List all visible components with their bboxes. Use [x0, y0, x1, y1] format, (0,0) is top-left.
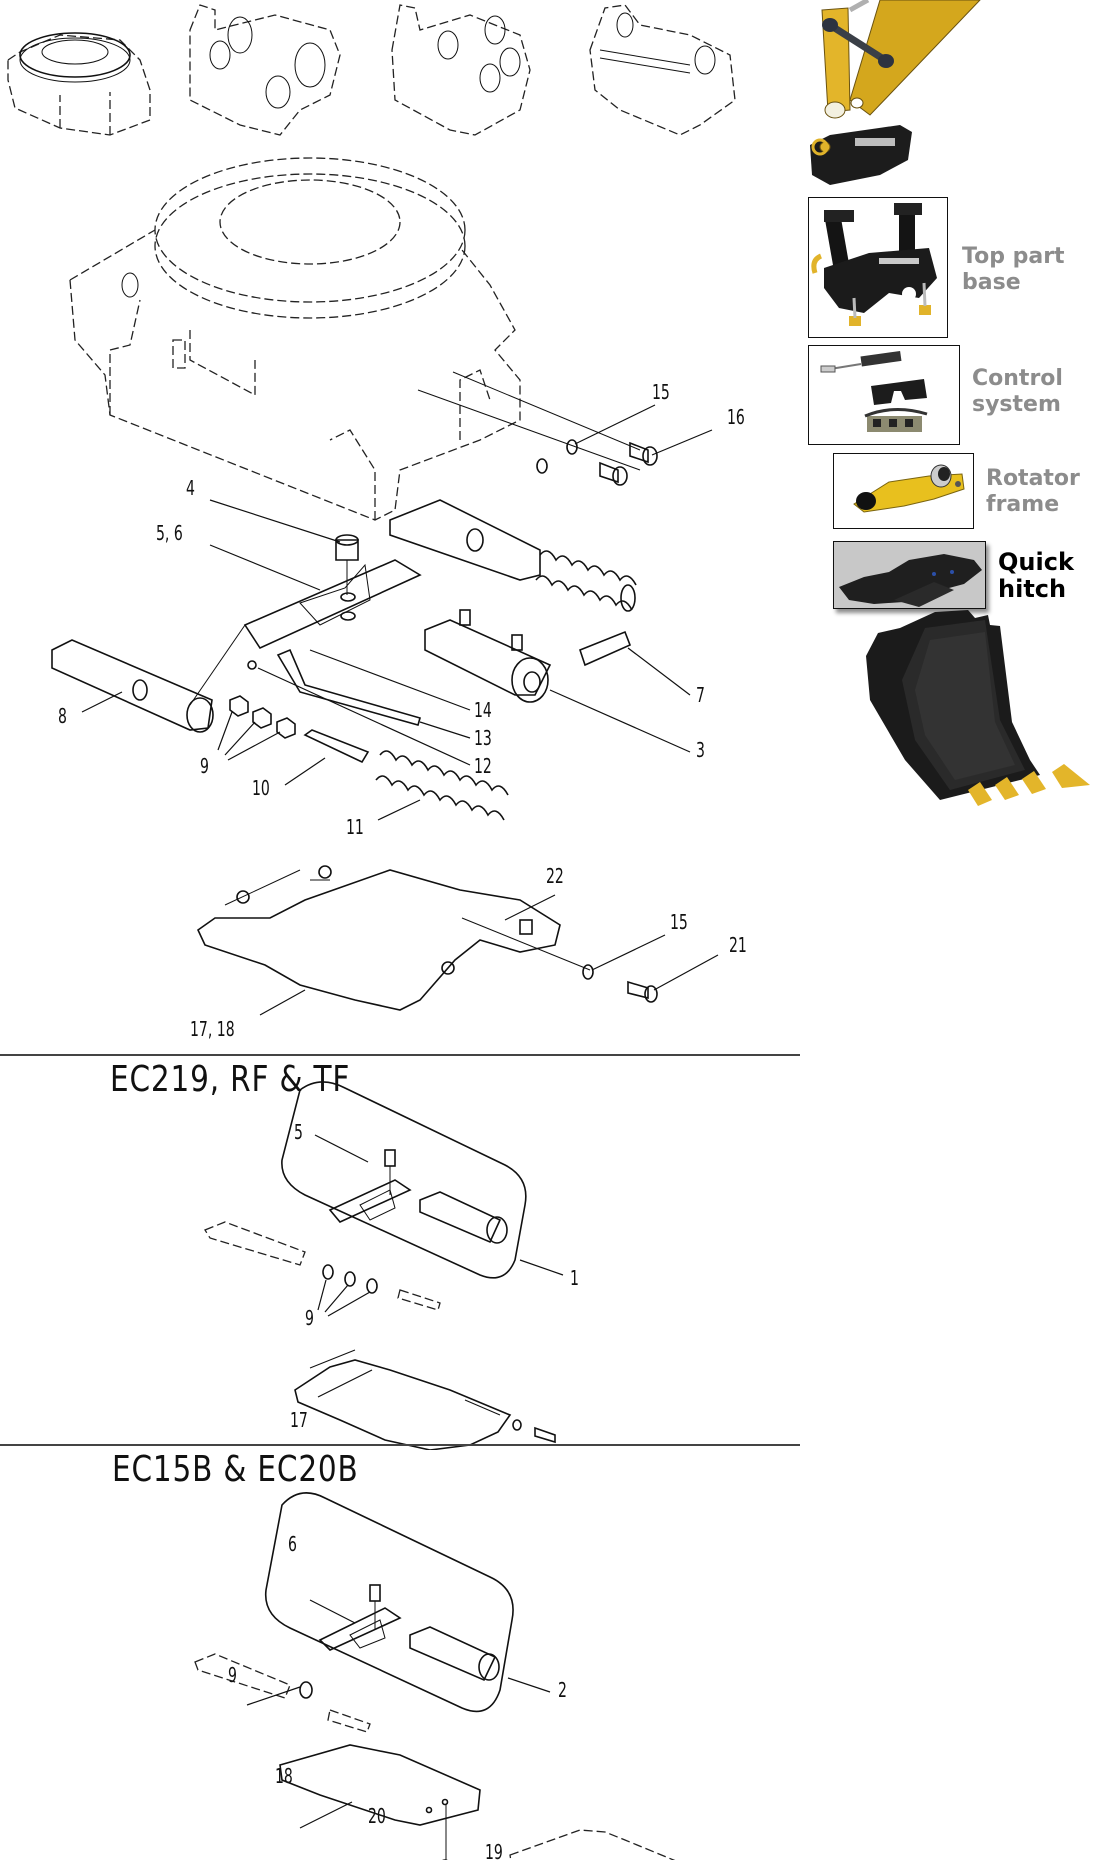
- thumbnail-top-part-base[interactable]: [189, 4, 341, 136]
- callout-17: 17: [290, 1408, 308, 1432]
- callout-20: 20: [368, 1804, 386, 1828]
- control-system-image: [820, 350, 928, 432]
- nav-thumb-rotator-frame[interactable]: [833, 453, 974, 529]
- section-ec219-diagram: [204, 1081, 564, 1450]
- section-title-ec219: EC219, RF & TF: [110, 1059, 351, 1100]
- callout-11: 11: [346, 815, 364, 839]
- callout-3: 3: [696, 738, 705, 762]
- caption-line: Quick: [998, 548, 1074, 576]
- nav-thumb-control-system[interactable]: [808, 345, 960, 445]
- nav-thumb-quick-hitch[interactable]: [833, 541, 986, 609]
- thumbnail-rotator-base[interactable]: [7, 32, 151, 136]
- callout-13: 13: [474, 726, 492, 750]
- nav-thumb-top-part-base[interactable]: [808, 197, 948, 338]
- boom-arm: [821, 0, 981, 119]
- thumbnail-rotator-frame[interactable]: [589, 4, 736, 136]
- callout-22: 22: [546, 864, 564, 888]
- thumbnail-control-system[interactable]: [391, 4, 531, 136]
- callout-9: 9: [200, 754, 209, 778]
- callout-1: 1: [570, 1266, 579, 1290]
- callout-2: 2: [558, 1678, 567, 1702]
- quick-hitch-image: [839, 554, 982, 607]
- caption-line: frame: [986, 492, 1060, 517]
- callout-8: 8: [58, 704, 67, 728]
- main-exploded-diagram: [51, 157, 719, 1016]
- rotator-frame-image: [853, 464, 965, 513]
- callout-5: 5: [294, 1120, 303, 1144]
- bucket: [866, 610, 1090, 806]
- callout-6: 6: [288, 1532, 297, 1556]
- callout-9-s1: 9: [305, 1306, 314, 1330]
- callout-16: 16: [727, 405, 745, 429]
- excavator-boom-illustration: [810, 0, 981, 185]
- section-ec15b-diagram: [194, 1492, 676, 1860]
- callout-7: 7: [696, 683, 705, 707]
- nav-caption-quick-hitch[interactable]: Quick hitch: [998, 549, 1074, 603]
- callout-12: 12: [474, 754, 492, 778]
- callout-leaders: [81, 404, 719, 1016]
- rotator-base-ghost: [69, 157, 521, 521]
- callout-18: 18: [275, 1764, 293, 1788]
- callout-19: 19: [485, 1840, 503, 1864]
- section-title-ec15b: EC15B & EC20B: [112, 1449, 359, 1490]
- section-divider: [0, 1444, 800, 1446]
- nav-caption-rotator-frame[interactable]: Rotator frame: [986, 466, 1080, 518]
- bucket-illustration: [866, 610, 1090, 806]
- callout-5-6: 5, 6: [156, 521, 183, 545]
- callout-21: 21: [729, 933, 747, 957]
- caption-line: base: [962, 270, 1021, 295]
- locking-mechanism-parts: [51, 499, 637, 821]
- caption-line: system: [972, 392, 1061, 417]
- callout-15: 15: [652, 380, 670, 404]
- assembly-thumbnails-row: [7, 4, 736, 136]
- callout-10: 10: [252, 776, 270, 800]
- base-plate-17-18: [196, 865, 658, 1011]
- bolt-assembly-15-16: [417, 371, 658, 486]
- top-part-base-image: [811, 203, 937, 326]
- quick-hitch-illustration: [810, 125, 912, 185]
- section-divider: [0, 1054, 800, 1056]
- caption-line: Top part: [962, 244, 1065, 269]
- nav-caption-control-system[interactable]: Control system: [972, 366, 1063, 418]
- caption-line: Rotator: [986, 466, 1080, 491]
- caption-line: Control: [972, 366, 1063, 391]
- callout-15b: 15: [670, 910, 688, 934]
- nav-caption-top-part-base[interactable]: Top part base: [962, 244, 1065, 296]
- callout-4: 4: [186, 476, 195, 500]
- callout-14: 14: [474, 698, 492, 722]
- caption-line: hitch: [998, 575, 1067, 603]
- callout-9-s2: 9: [228, 1663, 237, 1687]
- callout-17-18: 17, 18: [190, 1017, 235, 1041]
